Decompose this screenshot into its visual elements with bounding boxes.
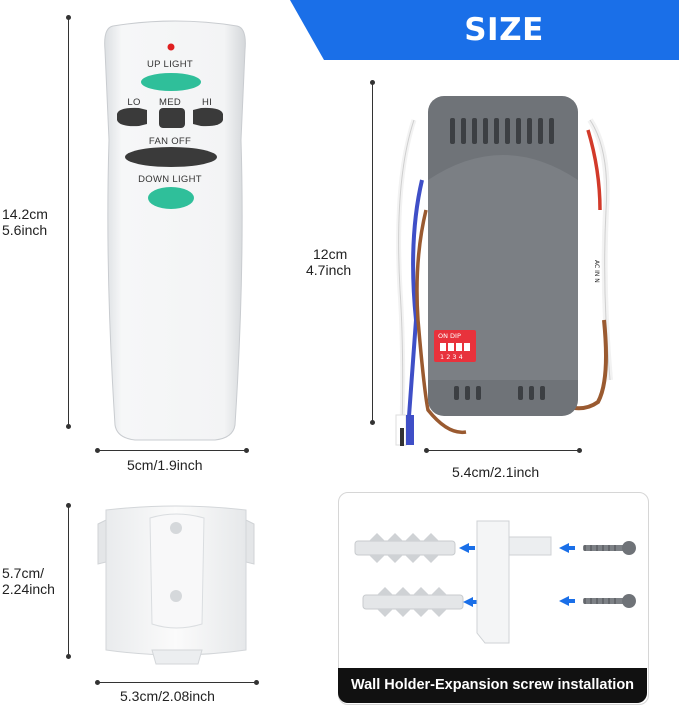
arrow-right-group — [559, 543, 575, 606]
med-label: MED — [158, 97, 181, 108]
remote-height-inch: 5.6inch — [2, 222, 48, 238]
installation-diagram — [354, 520, 636, 644]
remote-width-endpoint-right — [244, 448, 249, 453]
banner-title: SIZE INFORMATION — [378, 12, 630, 92]
receiver-height-cm: 12cm — [313, 246, 348, 262]
expansion-anchor-bottom — [362, 587, 464, 617]
dip-switch-label: ON DIP — [438, 332, 461, 340]
down-light-label: DOWN LIGHT — [138, 174, 202, 185]
hi-label: HI — [201, 97, 213, 108]
wire-label: AC IN N — [593, 260, 600, 283]
dip-switch-numbers: 1 2 3 4 — [440, 353, 463, 361]
holder-width-endpoint-left — [95, 680, 100, 685]
up-light-label: UP LIGHT — [146, 59, 194, 70]
remote-height-endpoint-top — [66, 15, 71, 20]
holder-height-endpoint-bottom — [66, 654, 71, 659]
fan-off-label: FAN OFF — [148, 136, 192, 147]
receiver-width-endpoint-right — [577, 448, 582, 453]
screw-bottom — [583, 594, 636, 608]
lo-label: LO — [127, 97, 141, 108]
receiver-width: 5.4cm/2.1inch — [452, 464, 540, 480]
receiver-height-inch: 4.7inch — [306, 262, 352, 278]
receiver-image — [395, 96, 613, 446]
remote-width: 5cm/1.9inch — [127, 457, 203, 473]
remote-width-line — [97, 450, 247, 451]
holder-width-endpoint-right — [254, 680, 259, 685]
holder-height-line1: 5.7cm/ — [2, 565, 45, 581]
remote-width-endpoint-left — [95, 448, 100, 453]
remote-control-image — [104, 20, 246, 441]
holder-width: 5.3cm/2.08inch — [120, 688, 215, 704]
receiver-height-endpoint-bottom — [370, 420, 375, 425]
remote-height-cm: 14.2cm — [2, 206, 48, 222]
expansion-anchor-top — [354, 533, 456, 563]
wall-holder-image — [97, 505, 255, 665]
holder-height-endpoint-top — [66, 503, 71, 508]
holder-side-view — [476, 520, 552, 644]
remote-height-endpoint-bottom — [66, 424, 71, 429]
receiver-width-endpoint-left — [424, 448, 429, 453]
holder-height-line — [68, 506, 69, 656]
installation-caption: Wall Holder-Expansion screw installation — [338, 668, 647, 703]
receiver-height-endpoint-top — [370, 80, 375, 85]
holder-width-line — [97, 682, 257, 683]
size-information-banner — [290, 0, 679, 60]
arrow-left-group — [459, 543, 479, 607]
receiver-width-line — [426, 450, 580, 451]
remote-height-line — [68, 18, 69, 426]
holder-height-line2: 2.24inch — [2, 581, 55, 597]
receiver-height-line — [372, 82, 373, 422]
screw-top — [583, 541, 636, 555]
